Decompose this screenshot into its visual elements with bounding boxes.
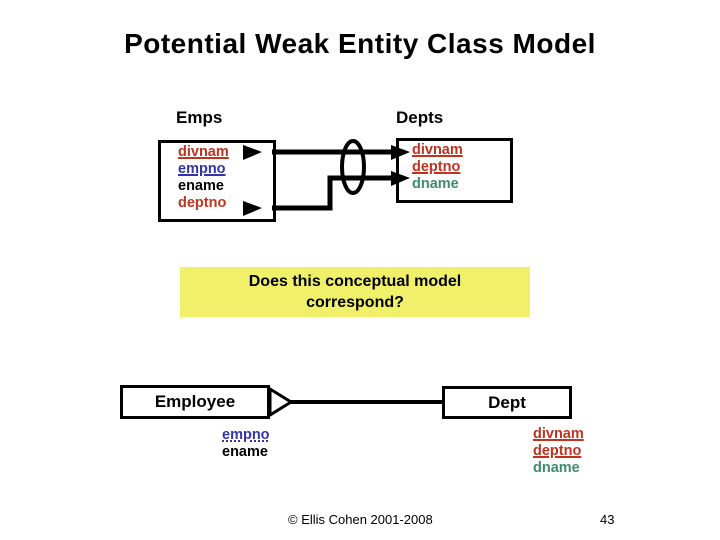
- depts-attribute-list: divnam deptno dname: [412, 142, 463, 193]
- attribute-depts-deptno: deptno: [412, 159, 461, 175]
- fk-line-deptno: [272, 175, 404, 211]
- attribute-depts-divnam: divnam: [412, 142, 463, 158]
- attribute-emps-ename: ename: [178, 178, 224, 194]
- callout-line-1: Does this conceptual model: [248, 273, 462, 290]
- attribute-depts-dname: dname: [412, 176, 459, 192]
- employee-entity-label: Employee: [154, 392, 236, 411]
- attribute-emps-deptno: deptno: [178, 195, 227, 211]
- question-callout: Does this conceptual model correspond?: [180, 267, 530, 317]
- composite-key-ellipse: [340, 139, 366, 195]
- emps-attribute-list: divnam empno ename deptno: [178, 144, 229, 212]
- callout-line-2: correspond?: [306, 294, 404, 311]
- attribute-emps-empno: empno: [178, 161, 226, 177]
- attribute-dept-dname: dname: [533, 460, 580, 476]
- attribute-employee-empno: empno: [222, 427, 270, 443]
- employee-attribute-list: empno ename: [222, 427, 270, 461]
- dept-entity-label: Dept: [488, 392, 526, 412]
- emps-table-caption: Emps: [176, 108, 223, 127]
- depts-table-box: [396, 138, 513, 203]
- page-title: Potential Weak Entity Class Model: [124, 28, 596, 59]
- hollow-arrowhead-icon: [268, 386, 294, 418]
- attribute-dept-divnam: divnam: [533, 426, 584, 442]
- attribute-employee-ename: ename: [222, 444, 268, 460]
- dept-attribute-list: divnam deptno dname: [533, 426, 584, 477]
- depts-table-caption: Depts: [396, 108, 444, 127]
- footer-copyright: © Ellis Cohen 2001-2008: [288, 512, 433, 527]
- attribute-emps-divnam: divnam: [178, 144, 229, 160]
- footer-page-number: 43: [600, 512, 615, 527]
- dept-entity-box: Dept: [442, 386, 572, 419]
- employee-entity-box: Employee: [120, 385, 270, 419]
- attribute-dept-deptno: deptno: [533, 443, 582, 459]
